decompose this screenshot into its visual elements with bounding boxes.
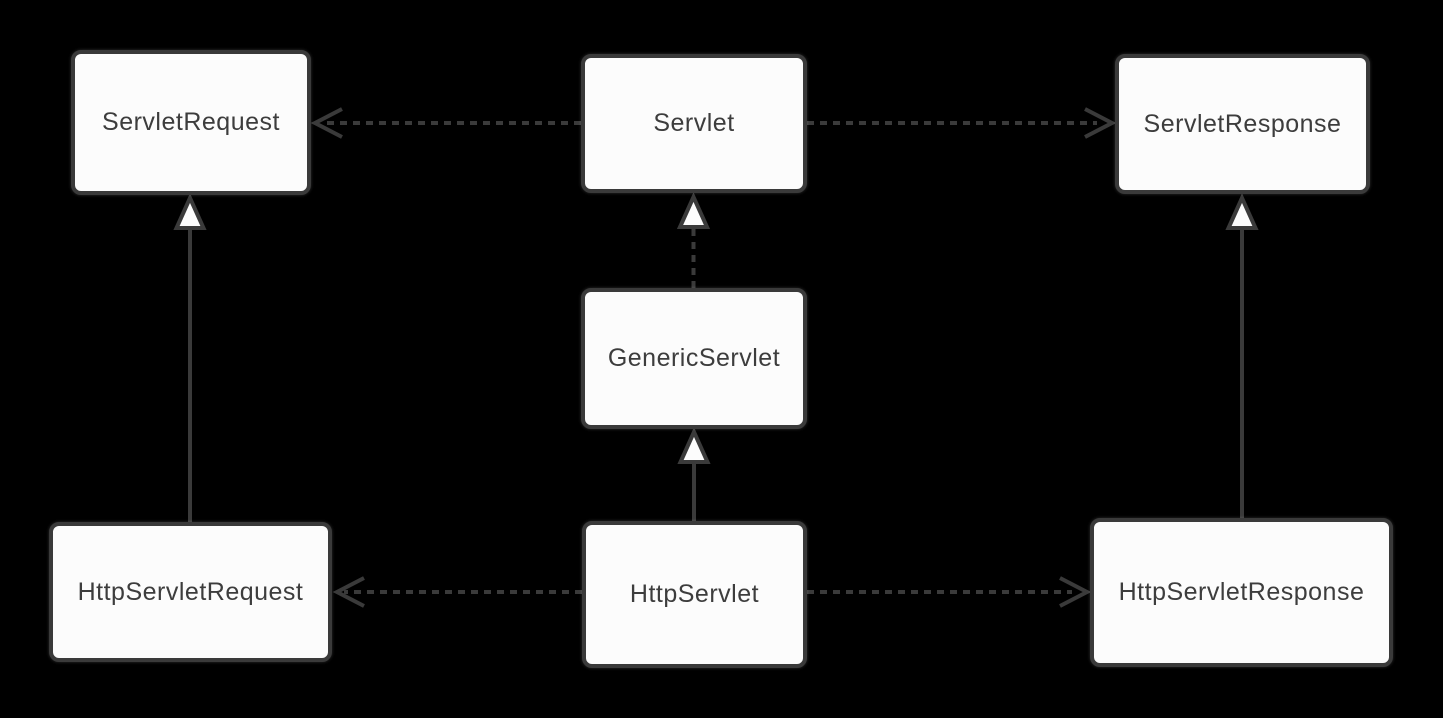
edge-httpservlet-to-genericservlet <box>677 427 711 521</box>
edge-servlet-to-servletrequest <box>310 107 581 139</box>
class-box-httpservletrequest: HttpServletRequest <box>49 522 332 662</box>
class-box-servletrequest: ServletRequest <box>71 50 311 195</box>
edge-genericservlet-to-servlet <box>676 192 711 288</box>
edge-httpservletrequest-to-servletrequest <box>173 193 207 522</box>
class-label: Servlet <box>653 109 735 137</box>
edge-httpservletresponse-to-servletresponse <box>1225 193 1259 518</box>
class-label: ServletRequest <box>102 108 280 136</box>
class-box-httpservlet: HttpServlet <box>582 521 807 668</box>
class-label: HttpServlet <box>629 580 760 608</box>
edge-httpservlet-to-httpservletrequest <box>332 576 582 608</box>
class-label: GenericServlet <box>607 344 781 372</box>
class-box-servletresponse: ServletResponse <box>1115 54 1370 194</box>
class-label: HttpServletRequest <box>77 577 304 606</box>
class-box-genericservlet: GenericServlet <box>581 288 807 429</box>
class-label: ServletResponse <box>1143 109 1342 138</box>
edge-httpservlet-to-httpservletresponse <box>807 576 1092 608</box>
class-label: HttpServletResponse <box>1118 578 1365 606</box>
class-box-httpservletresponse: HttpServletResponse <box>1090 518 1393 667</box>
edge-servlet-to-servletresponse <box>807 107 1117 139</box>
class-box-servlet: Servlet <box>581 54 807 193</box>
